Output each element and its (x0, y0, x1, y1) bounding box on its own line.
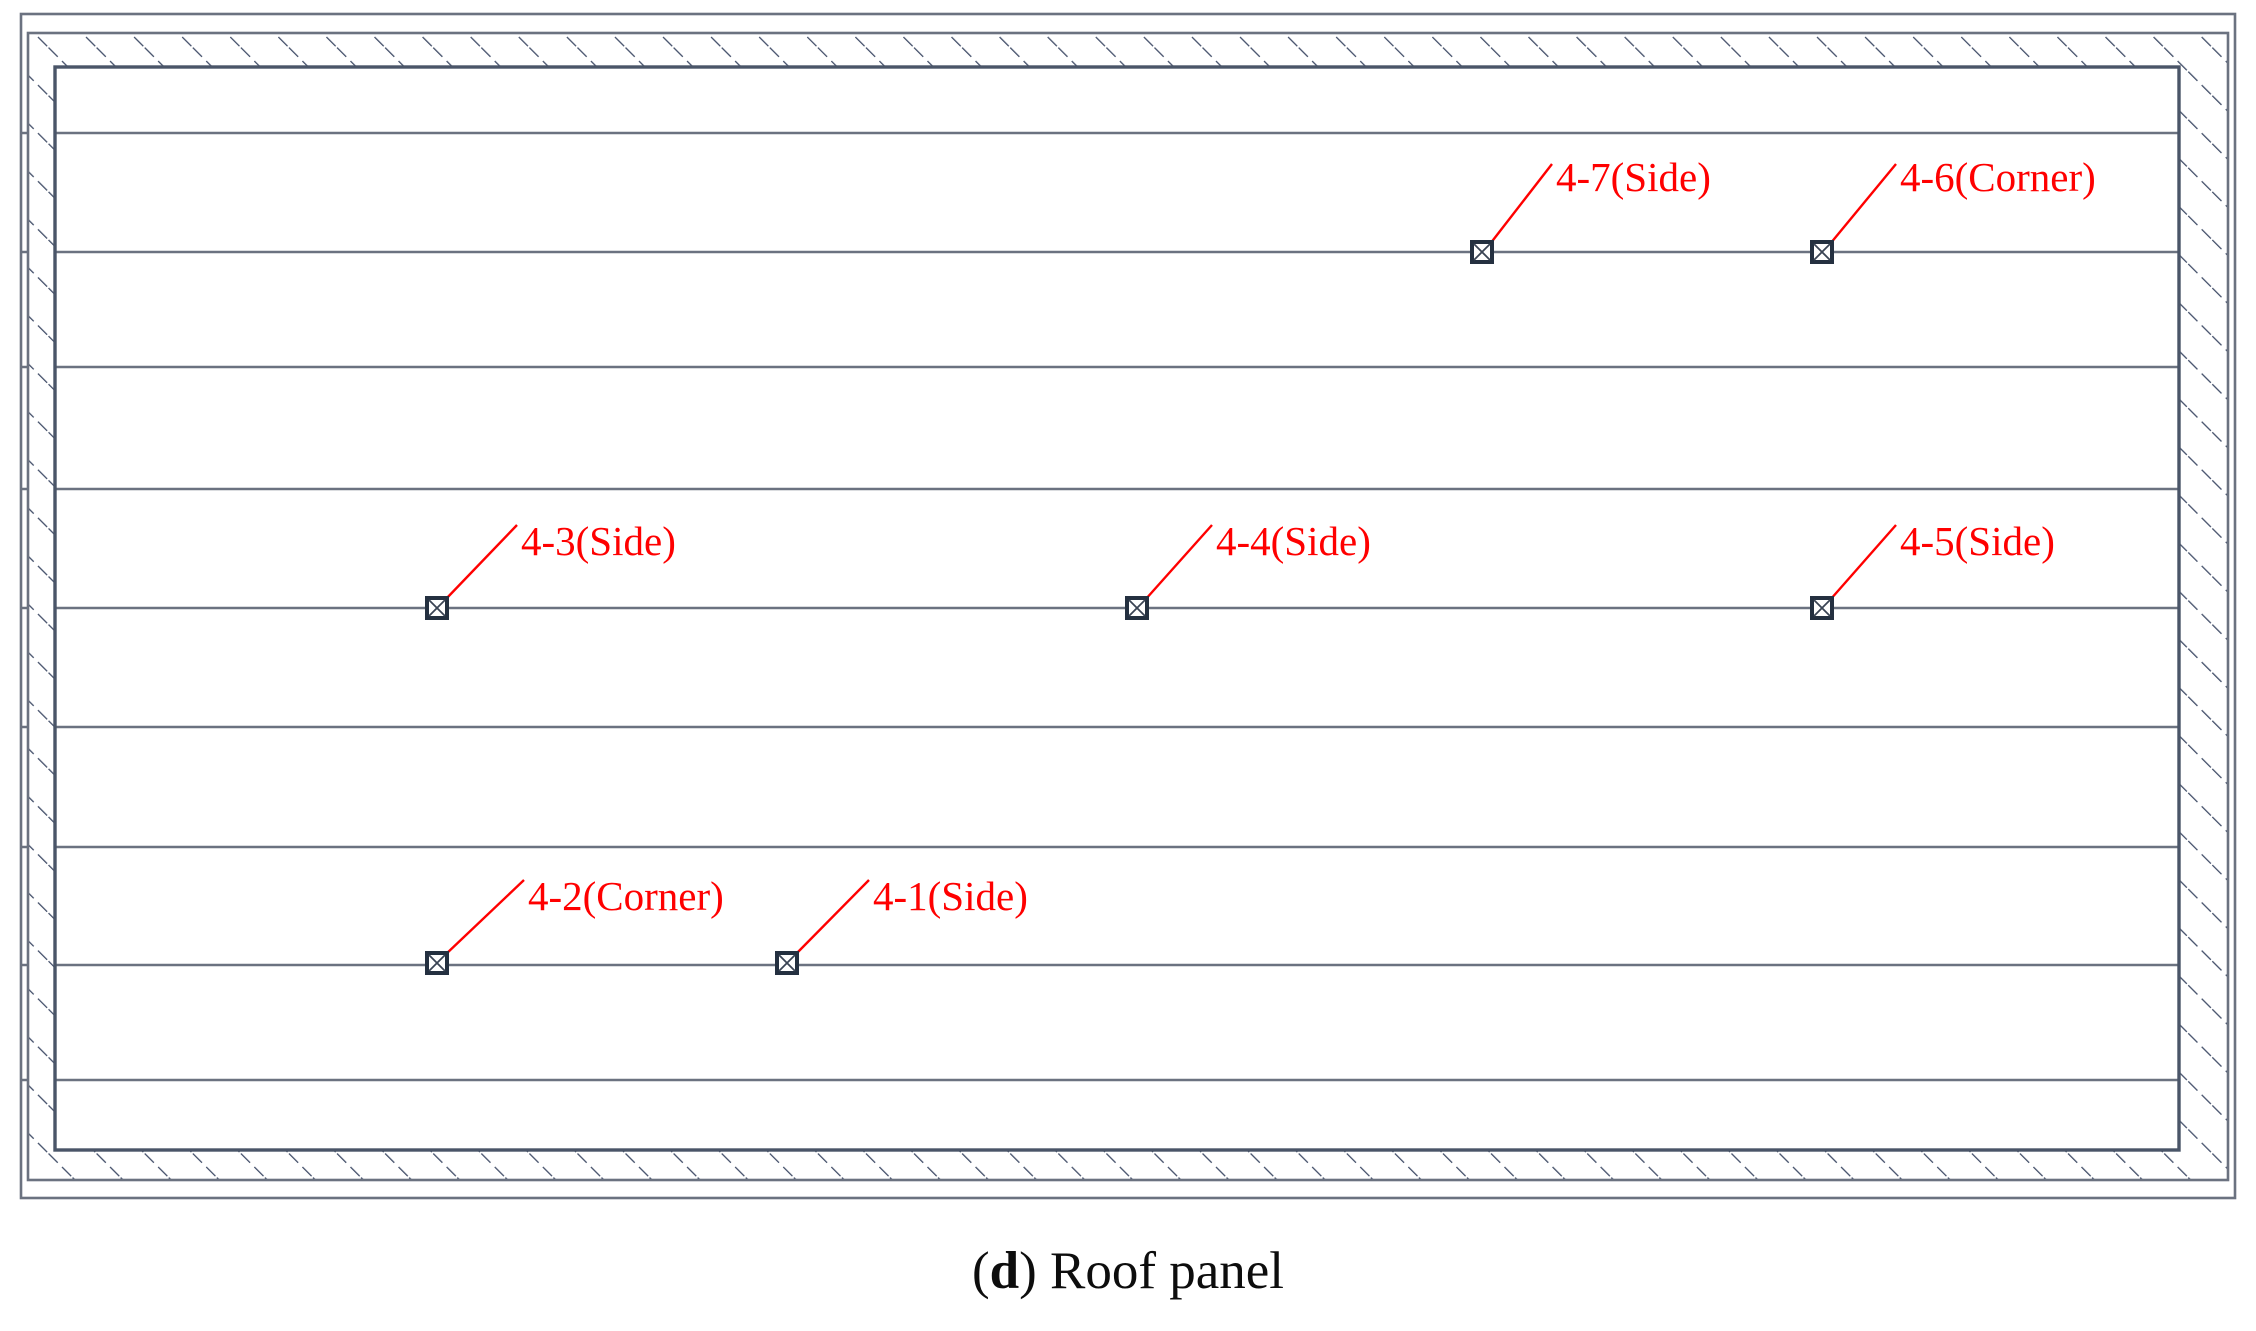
leader-line-4-2 (444, 879, 525, 956)
leader-lines (444, 163, 1897, 956)
marker-label-4-6: 4-6(Corner) (1900, 154, 2096, 200)
marker-4-6[interactable] (1810, 240, 1834, 264)
wall-outer-edge (26, 31, 2230, 1182)
marker-label-4-5: 4-5(Side) (1900, 518, 2055, 564)
marker-4-1[interactable] (775, 951, 799, 975)
marker-4-5[interactable] (1810, 596, 1834, 620)
caption-open-paren: ( (971, 1242, 990, 1300)
marker-cross-b-4-5 (1813, 599, 1831, 617)
marker-4-2[interactable] (425, 951, 449, 975)
leader-line-4-4 (1144, 524, 1213, 601)
leader-line-4-7 (1489, 163, 1553, 245)
figure-caption: (d) Roof panel (0, 1242, 2256, 1300)
marker-4-7[interactable] (1470, 240, 1494, 264)
marker-label-4-7: 4-7(Side) (1556, 154, 1711, 200)
caption-text: ) Roof panel (1019, 1242, 1285, 1300)
leader-line-4-5 (1829, 524, 1897, 601)
marker-label-4-3: 4-3(Side) (521, 518, 676, 564)
leader-line-4-3 (444, 524, 518, 601)
caption-tag: d (989, 1242, 1020, 1300)
marker-cross-b-4-3 (428, 599, 446, 617)
marker-cross-b-4-4 (1128, 599, 1146, 617)
roof-panel-svg (0, 0, 2256, 1220)
marker-4-4[interactable] (1125, 596, 1149, 620)
leader-line-4-1 (794, 879, 870, 956)
leader-line-4-6 (1829, 163, 1897, 245)
marker-4-3[interactable] (425, 596, 449, 620)
measurement-markers (425, 240, 1834, 975)
marker-cross-b-4-2 (428, 954, 446, 972)
wall-inner-edge (53, 65, 2181, 1152)
marker-label-4-2: 4-2(Corner) (528, 873, 724, 919)
marker-label-4-1: 4-1(Side) (873, 873, 1028, 919)
marker-cross-b-4-6 (1813, 243, 1831, 261)
marker-label-4-4: 4-4(Side) (1216, 518, 1371, 564)
marker-cross-b-4-1 (778, 954, 796, 972)
marker-cross-b-4-7 (1473, 243, 1491, 261)
roof-panel-drawing (0, 0, 2256, 1220)
